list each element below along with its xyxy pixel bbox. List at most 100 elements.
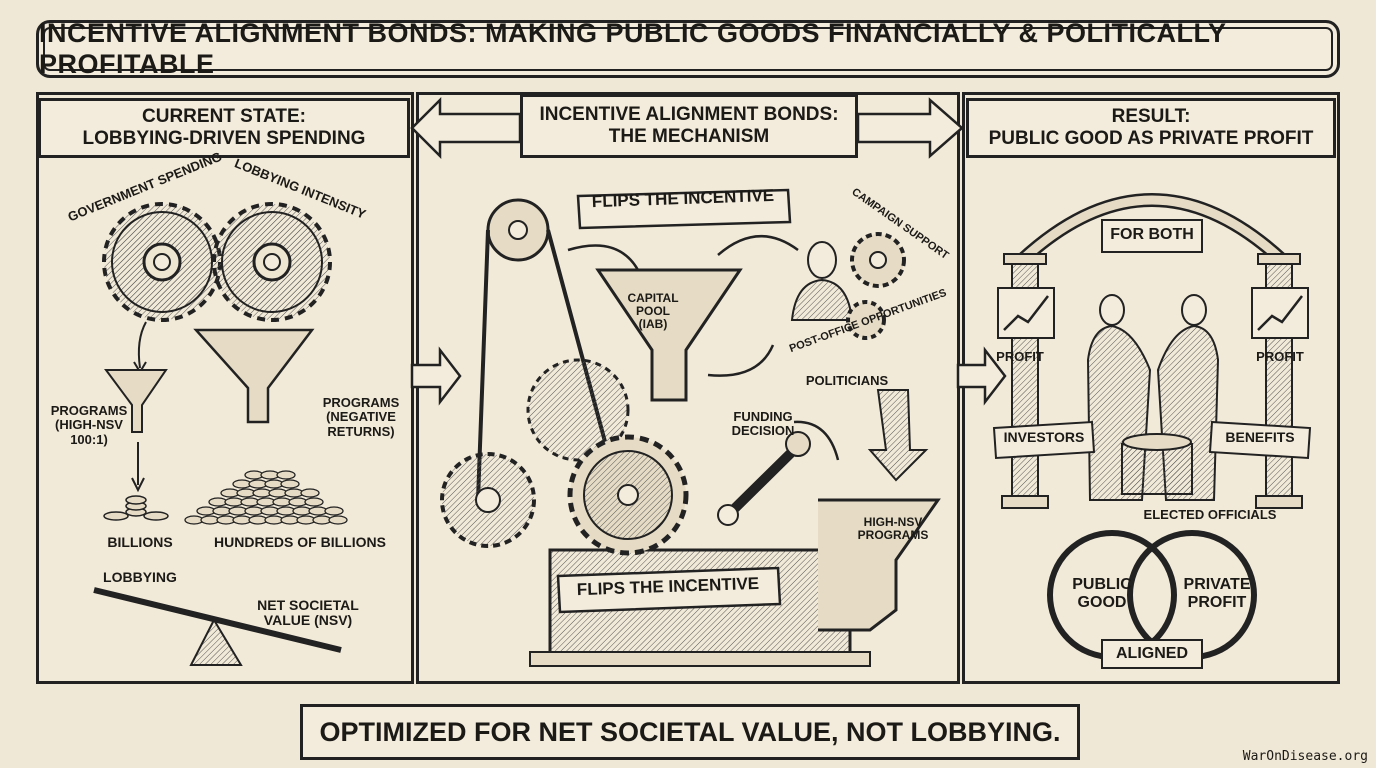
coin-icon xyxy=(296,515,316,525)
coin-icon xyxy=(184,515,204,525)
pulley-icon xyxy=(476,198,620,501)
gear-lobbying-icon xyxy=(212,202,332,322)
coin-icon xyxy=(220,488,240,498)
coin-icon xyxy=(272,497,292,507)
coin-icon xyxy=(236,488,256,498)
coin-icon xyxy=(260,470,280,480)
coin-icon xyxy=(280,515,300,525)
ribbon-investors-icon xyxy=(992,420,1096,460)
treasure-chest-icon xyxy=(1121,433,1193,495)
coin-icon xyxy=(268,488,288,498)
output-funnel-icon xyxy=(818,498,941,632)
main-title: INCENTIVE ALIGNMENT BONDS: MAKING PUBLIC… xyxy=(39,18,1227,79)
left-illustration xyxy=(93,202,348,666)
small-coin-pile-icon xyxy=(103,495,169,521)
ribbon-bottom-icon xyxy=(556,566,782,614)
coin-icon xyxy=(200,515,220,525)
title-banner: INCENTIVE ALIGNMENT BONDS: MAKING PUBLIC… xyxy=(36,18,1340,79)
seesaw-lobbying-label: LOBBYING xyxy=(103,569,177,585)
coin-icon xyxy=(248,479,268,489)
capital-pool-funnel-icon xyxy=(595,268,743,402)
arrow-down-icon xyxy=(137,321,147,369)
footer-credit: WarOnDisease.org xyxy=(1242,749,1368,764)
politicians-label: POLITICIANS xyxy=(805,373,889,388)
coin-icon xyxy=(228,506,248,516)
lever-icon xyxy=(717,431,811,526)
coin-icon xyxy=(256,497,276,507)
coin-icon xyxy=(276,506,296,516)
politician-icon xyxy=(790,241,854,321)
ribbon-top-icon xyxy=(576,188,792,230)
arrow-middle-right-icon xyxy=(956,346,1007,406)
curved-arrow-icon xyxy=(707,344,775,377)
coin-icon xyxy=(280,479,300,489)
coin-icon xyxy=(300,488,320,498)
coin-icon xyxy=(260,506,280,516)
chart-left-icon xyxy=(997,287,1055,339)
large-funnel-icon xyxy=(193,328,315,424)
coin-icon xyxy=(312,515,332,525)
coin-icon xyxy=(264,479,284,489)
big-down-arrow-icon xyxy=(867,389,929,482)
curved-arrow-icon xyxy=(567,244,640,271)
coin-icon xyxy=(308,506,328,516)
bottom-banner: OPTIMIZED FOR NET SOCIETAL VALUE, NOT LO… xyxy=(300,704,1080,760)
right-header: RESULT:PUBLIC GOOD AS PRIVATE PROFIT xyxy=(966,98,1336,158)
right-illustration xyxy=(992,193,1312,669)
coin-icon xyxy=(244,506,264,516)
machine-gear-main-icon xyxy=(567,434,689,556)
left-header: CURRENT STATE:LOBBYING-DRIVEN SPENDING xyxy=(38,98,410,158)
curved-arrow-icon xyxy=(717,235,799,256)
middle-header: INCENTIVE ALIGNMENT BONDS:THE MECHANISM xyxy=(520,94,858,158)
coin-icon xyxy=(196,506,216,516)
small-pile-label: BILLIONS xyxy=(107,534,173,550)
ribbon-benefits-icon xyxy=(1208,420,1312,460)
large-pile-label: HUNDREDS OF BILLIONS xyxy=(214,534,386,550)
coin-icon xyxy=(292,506,312,516)
coin-icon xyxy=(328,515,348,525)
campaign-gear-icon xyxy=(850,232,906,288)
middle-illustration xyxy=(440,188,941,667)
elected-officials-label: ELECTED OFFICIALS xyxy=(1143,507,1277,522)
arrow-left-middle-icon xyxy=(410,346,462,406)
chart-right-icon xyxy=(1251,287,1309,339)
machine-gear-back-icon xyxy=(526,358,630,462)
coin-icon xyxy=(276,470,296,480)
aligned-label: ALIGNED xyxy=(1116,645,1188,662)
coin-icon xyxy=(232,479,252,489)
coin-icon xyxy=(264,515,284,525)
coin-icon xyxy=(252,488,272,498)
coin-icon xyxy=(288,497,308,507)
coin-icon xyxy=(304,497,324,507)
curved-arrow-icon xyxy=(793,420,840,461)
arrow-left-header-icon xyxy=(410,96,522,160)
post-office-gear-icon xyxy=(846,300,886,340)
profit-left-label: PROFIT xyxy=(996,349,1044,364)
machine-gear-left-icon xyxy=(440,452,536,548)
investors-label: INVESTORS xyxy=(1003,429,1085,445)
coin-icon xyxy=(324,506,344,516)
ribbon-for-both-icon xyxy=(1101,219,1203,253)
gear-government-icon xyxy=(102,202,222,322)
ribbon-aligned-icon xyxy=(1101,639,1203,669)
bottom-banner-text: OPTIMIZED FOR NET SOCIETAL VALUE, NOT LO… xyxy=(319,716,1061,747)
coin-icon xyxy=(216,515,236,525)
coin-icon xyxy=(232,515,252,525)
for-both-label: FOR BOTH xyxy=(1110,226,1194,243)
coin-icon xyxy=(248,515,268,525)
coin-icon xyxy=(208,497,228,507)
coin-icon xyxy=(212,506,232,516)
benefits-label: BENEFITS xyxy=(1225,429,1295,445)
coin-icon xyxy=(284,488,304,498)
seesaw-icon xyxy=(93,587,342,666)
large-coin-pile-icon xyxy=(184,470,348,525)
profit-right-label: PROFIT xyxy=(1256,349,1304,364)
